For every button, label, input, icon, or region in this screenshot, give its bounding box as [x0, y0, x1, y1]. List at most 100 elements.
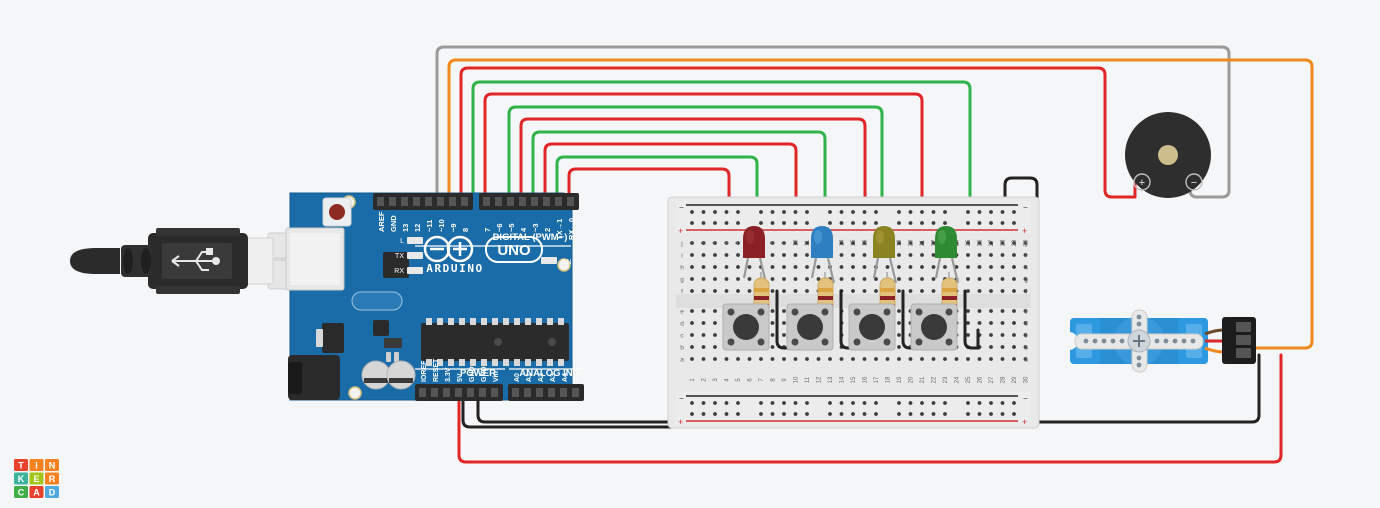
breadboard-hole[interactable]: [793, 253, 798, 257]
breadboard-hole[interactable]: [966, 309, 970, 313]
breadboard-hole[interactable]: [977, 357, 982, 361]
breadboard-hole[interactable]: [851, 221, 855, 225]
breadboard-hole[interactable]: [920, 401, 924, 405]
breadboard-hole[interactable]: [793, 412, 798, 416]
breadboard-hole[interactable]: [782, 221, 786, 225]
breadboard-hole[interactable]: [989, 357, 993, 361]
wire-pin5-breadboard[interactable]: [531, 130, 827, 277]
jumper-hook-1[interactable]: [775, 289, 792, 350]
breadboard-hole[interactable]: [770, 265, 775, 269]
digital-header[interactable]: AREF GND 13 12 ~11 ~10 ~9 8 7 ~6 ~5 4 ~3…: [373, 193, 579, 247]
jumper-hook-2[interactable]: [839, 289, 856, 350]
breadboard-hole[interactable]: [989, 321, 993, 325]
breadboard-hole[interactable]: [862, 412, 867, 416]
breadboard-hole[interactable]: [966, 289, 970, 293]
breadboard-hole[interactable]: [839, 401, 844, 405]
breadboard-hole[interactable]: [782, 210, 786, 214]
breadboard-hole[interactable]: [851, 412, 855, 416]
breadboard-hole[interactable]: [1000, 357, 1005, 361]
breadboard-hole[interactable]: [1000, 412, 1005, 416]
breadboard-hole[interactable]: [977, 401, 982, 405]
breadboard-hole[interactable]: [805, 412, 809, 416]
breadboard-hole[interactable]: [931, 357, 936, 361]
breadboard-hole[interactable]: [713, 357, 717, 361]
breadboard-hole[interactable]: [862, 210, 867, 214]
breadboard-hole[interactable]: [862, 401, 867, 405]
breadboard-hole[interactable]: [690, 253, 694, 257]
breadboard-hole[interactable]: [1023, 253, 1028, 257]
digital-header-block-right[interactable]: [479, 193, 579, 210]
breadboard-hole[interactable]: [736, 253, 740, 257]
breadboard-hole[interactable]: [966, 401, 970, 405]
breadboard-hole[interactable]: [770, 289, 775, 293]
breadboard-hole[interactable]: [862, 221, 867, 225]
breadboard-hole[interactable]: [759, 210, 763, 214]
breadboard-hole[interactable]: [966, 241, 970, 245]
breadboard-hole[interactable]: [897, 221, 901, 225]
led-3[interactable]: [872, 226, 898, 284]
breadboard-hole[interactable]: [747, 357, 752, 361]
breadboard-hole[interactable]: [736, 401, 740, 405]
breadboard-hole[interactable]: [920, 289, 924, 293]
breadboard-hole[interactable]: [966, 277, 970, 281]
breadboard-hole[interactable]: [862, 277, 867, 281]
breadboard-hole[interactable]: [713, 309, 717, 313]
pushbutton-1-cap[interactable]: [733, 314, 759, 340]
breadboard-hole[interactable]: [989, 210, 993, 214]
breadboard-hole[interactable]: [920, 221, 924, 225]
breadboard-hole[interactable]: [908, 210, 913, 214]
breadboard-hole[interactable]: [724, 289, 729, 293]
breadboard-hole[interactable]: [805, 265, 809, 269]
breadboard-hole[interactable]: [943, 357, 947, 361]
breadboard-hole[interactable]: [782, 401, 786, 405]
breadboard-hole[interactable]: [782, 253, 786, 257]
breadboard-hole[interactable]: [897, 321, 901, 325]
breadboard-hole[interactable]: [839, 357, 844, 361]
breadboard-hole[interactable]: [1000, 210, 1005, 214]
breadboard-hole[interactable]: [747, 289, 752, 293]
breadboard-components[interactable]: [722, 226, 980, 351]
breadboard-hole[interactable]: [690, 289, 694, 293]
breadboard-hole[interactable]: [701, 357, 706, 361]
breadboard-hole[interactable]: [1012, 277, 1016, 281]
breadboard-hole[interactable]: [943, 401, 947, 405]
breadboard-hole[interactable]: [920, 357, 924, 361]
breadboard-hole[interactable]: [805, 221, 809, 225]
breadboard-hole[interactable]: [908, 265, 913, 269]
breadboard-hole[interactable]: [690, 401, 694, 405]
breadboard-hole[interactable]: [805, 253, 809, 257]
breadboard-hole[interactable]: [793, 265, 798, 269]
breadboard-hole[interactable]: [966, 412, 970, 416]
breadboard-hole[interactable]: [816, 265, 821, 269]
breadboard-hole[interactable]: [805, 210, 809, 214]
breadboard-hole[interactable]: [897, 241, 901, 245]
breadboard-hole[interactable]: [897, 265, 901, 269]
breadboard-hole[interactable]: [989, 277, 993, 281]
breadboard-hole[interactable]: [1000, 345, 1005, 349]
breadboard-hole[interactable]: [793, 401, 798, 405]
led-2[interactable]: [810, 226, 836, 284]
breadboard-hole[interactable]: [724, 412, 729, 416]
breadboard-hole[interactable]: [724, 357, 729, 361]
breadboard-hole[interactable]: [1023, 277, 1028, 281]
breadboard-hole[interactable]: [920, 241, 924, 245]
breadboard-hole[interactable]: [793, 277, 798, 281]
breadboard-hole[interactable]: [690, 277, 694, 281]
breadboard-hole[interactable]: [713, 241, 717, 245]
breadboard-hole[interactable]: [747, 277, 752, 281]
jumper-hooks[interactable]: [775, 289, 980, 350]
digital-header-block-left[interactable]: [373, 193, 473, 210]
breadboard-hole[interactable]: [690, 309, 694, 313]
breadboard-hole[interactable]: [805, 241, 809, 245]
breadboard-hole[interactable]: [908, 241, 913, 245]
breadboard-hole[interactable]: [770, 309, 775, 313]
breadboard-hole[interactable]: [770, 221, 775, 225]
breadboard-hole[interactable]: [851, 277, 855, 281]
breadboard-hole[interactable]: [713, 277, 717, 281]
breadboard-hole[interactable]: [782, 277, 786, 281]
breadboard-hole[interactable]: [805, 401, 809, 405]
breadboard-hole[interactable]: [977, 265, 982, 269]
breadboard-hole[interactable]: [782, 289, 786, 293]
breadboard-hole[interactable]: [770, 412, 775, 416]
breadboard-hole[interactable]: [690, 321, 694, 325]
